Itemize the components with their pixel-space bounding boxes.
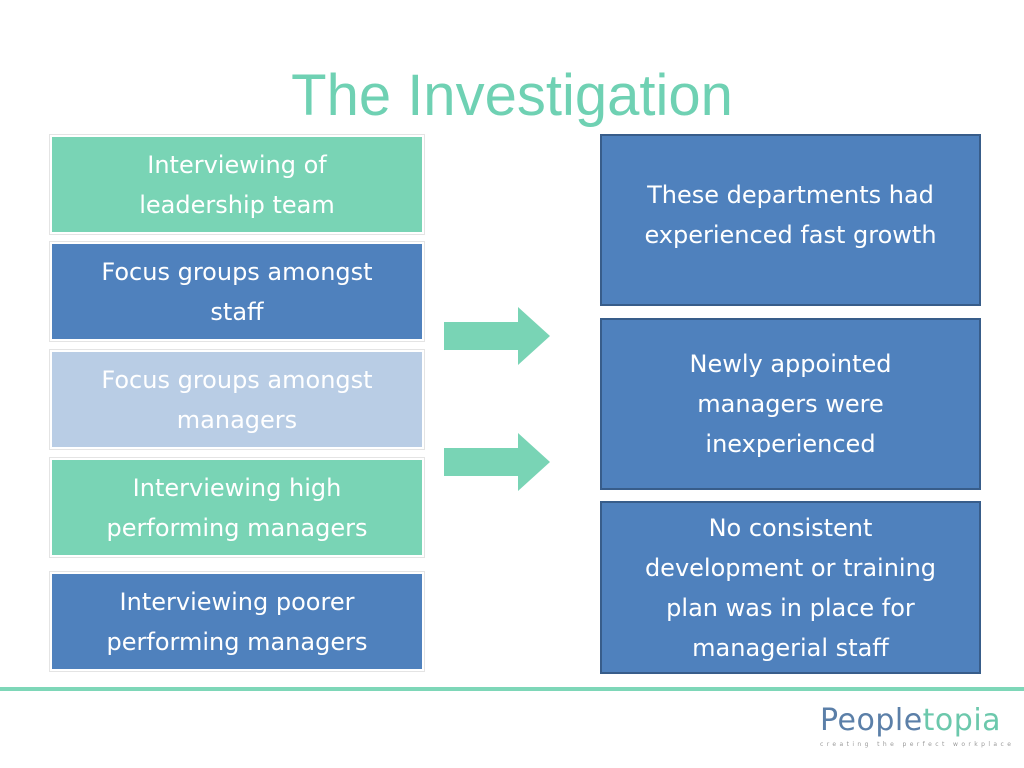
right-box-no-training-plan: No consistent development or training pl…: [600, 501, 981, 674]
right-box-inexperienced-managers: Newly appointed managers were inexperien…: [600, 318, 981, 490]
right-box-fast-growth: These departments had experienced fast g…: [600, 134, 981, 306]
peopletopia-logo: Peopletopia creating the perfect workpla…: [820, 703, 1015, 753]
right-arrow-icon: [444, 307, 550, 365]
logo-wordmark: Peopletopia: [820, 703, 1001, 739]
left-box-staff-focus-groups: Focus groups amongst staff: [50, 242, 424, 341]
logo-part-topia: topia: [922, 703, 1002, 738]
logo-tagline: creating the perfect workplace: [820, 741, 1015, 748]
slide-title: The Investigation: [291, 63, 733, 128]
right-arrow-icon: [444, 433, 550, 491]
left-box-high-performers: Interviewing high performing managers: [50, 458, 424, 557]
left-box-manager-focus-groups: Focus groups amongst managers: [50, 350, 424, 449]
left-box-poorer-performers: Interviewing poorer performing managers: [50, 572, 424, 671]
left-box-leadership-interviews: Interviewing of leadership team: [50, 135, 424, 234]
footer-divider: [0, 687, 1024, 691]
logo-part-people: People: [820, 703, 923, 738]
